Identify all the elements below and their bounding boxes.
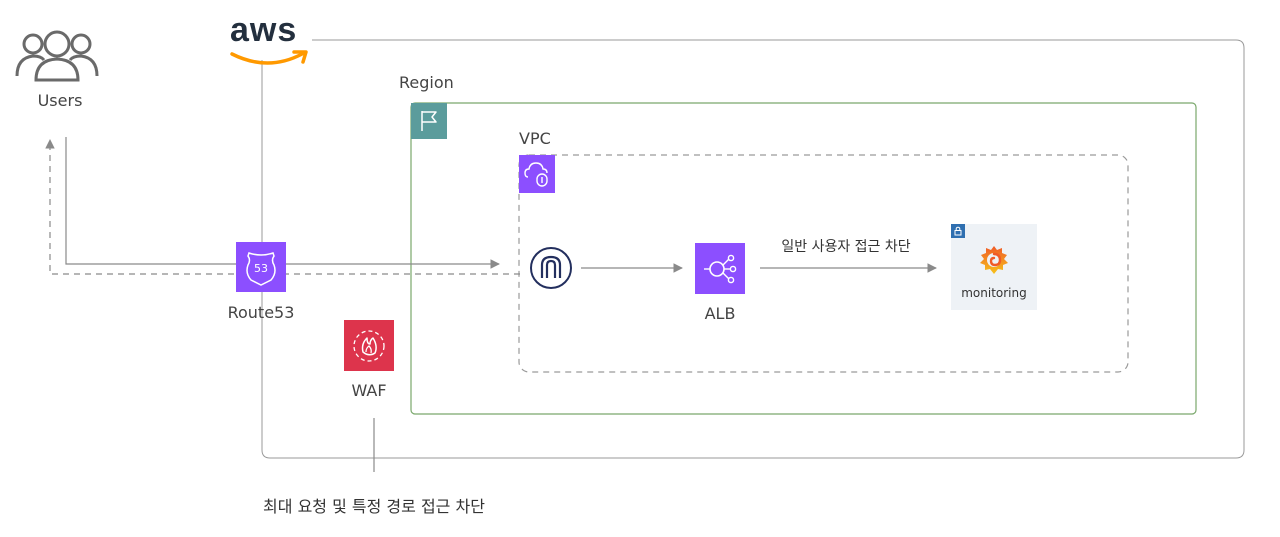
vpc-border xyxy=(518,154,1129,373)
monitoring-label: monitoring xyxy=(961,286,1027,300)
region-flag-icon xyxy=(411,103,447,139)
region-border xyxy=(410,102,1197,415)
return-to-users-line xyxy=(45,139,520,275)
region-label: Region xyxy=(399,73,454,92)
aws-smile-icon xyxy=(230,50,308,65)
users-label: Users xyxy=(37,91,83,110)
users-icon xyxy=(14,24,100,84)
monitoring-node: monitoring xyxy=(951,224,1037,310)
route53-badge: 53 xyxy=(254,262,268,275)
waf-note: 최대 요청 및 특정 경로 접근 차단 xyxy=(263,497,485,516)
alb-monitoring-annotation: 일반 사용자 접근 차단 xyxy=(781,239,911,255)
route53-icon: 53 xyxy=(236,242,286,292)
aws-cloud-border xyxy=(261,39,1245,459)
aws-logo: aws xyxy=(230,12,312,72)
route53-label: Route53 xyxy=(227,303,295,322)
vpc-icon xyxy=(519,155,555,193)
alb-label: ALB xyxy=(704,304,736,323)
users-to-gateway-line xyxy=(65,137,500,269)
aws-logo-text: aws xyxy=(230,11,298,49)
waf-label: WAF xyxy=(351,381,387,400)
lock-icon xyxy=(951,224,965,238)
vpc-label: VPC xyxy=(519,129,551,148)
grafana-icon xyxy=(978,244,1010,276)
waf-icon xyxy=(344,320,394,371)
alb-icon xyxy=(695,243,745,294)
internet-gateway-icon xyxy=(529,246,573,290)
